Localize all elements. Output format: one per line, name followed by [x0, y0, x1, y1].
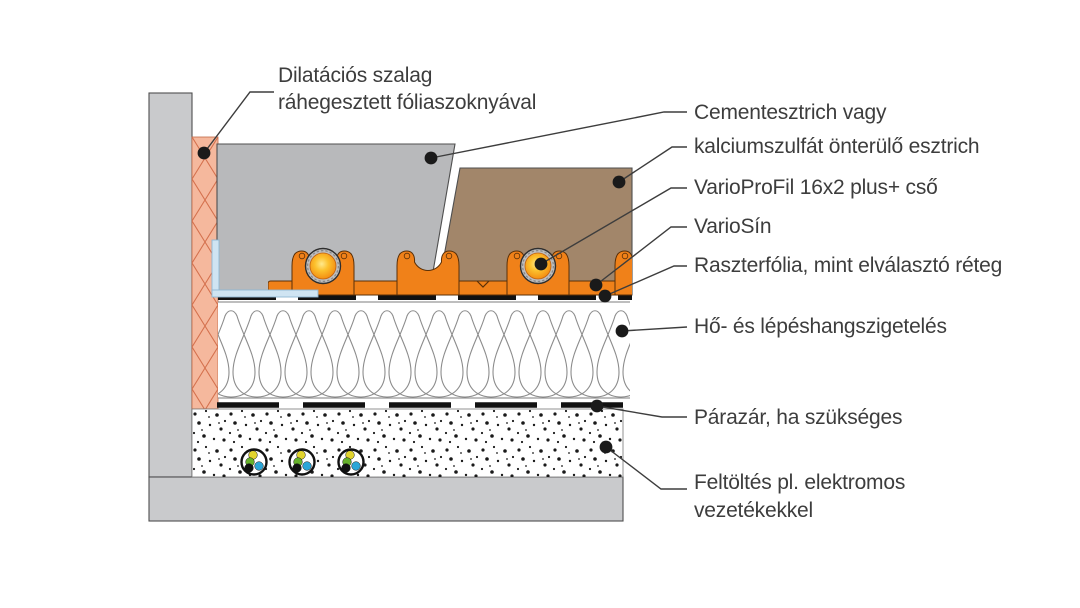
leader-fill: [605, 446, 687, 490]
label-screed-line2: kalciumszulfát önterülő esztrich: [694, 135, 980, 158]
label-pipe: VarioProFil 16x2 plus+ cső: [694, 176, 938, 199]
leader-lines: [203, 91, 688, 490]
label-screed-line1: Cementesztrich vagy: [694, 101, 887, 124]
base-slab-concrete: [148, 476, 624, 522]
label-dilatation-line2: ráhegesztett fóliaszoknyával: [278, 91, 537, 114]
leader-insulation: [621, 326, 688, 332]
insulation-layer: [218, 301, 630, 399]
cable: [337, 448, 365, 476]
leader-dilatation: [203, 91, 274, 154]
leader-screed-cement: [430, 111, 687, 159]
wall-concrete: [148, 92, 193, 478]
rail-notch: [476, 280, 490, 288]
rail-clip: [396, 250, 460, 296]
leader-screed-calcium: [618, 146, 687, 183]
edge-l-profile: [211, 239, 319, 298]
leader-foil: [604, 265, 687, 297]
label-rail: VarioSín: [694, 215, 772, 238]
leader-vapor: [596, 405, 687, 418]
heating-pipe: [304, 247, 342, 285]
label-insulation: Hő- és lépéshangszigetelés: [694, 315, 947, 338]
electric-cables: [240, 448, 365, 476]
label-dilatation-line1: Dilatációs szalag: [278, 64, 433, 87]
leader-rail: [595, 226, 687, 286]
label-fill-line2: vezetékekkel: [694, 499, 813, 522]
label-fill-line1: Feltöltés pl. elektromos: [694, 471, 906, 494]
leader-dots: [197, 146, 629, 454]
label-vapor-barrier: Párazár, ha szükséges: [694, 406, 903, 429]
label-separator-foil: Raszterfólia, mint elválasztó réteg: [694, 254, 1003, 277]
rail-clip: [614, 250, 632, 296]
cable: [240, 448, 268, 476]
cable: [288, 448, 316, 476]
leader-pipe: [540, 187, 687, 265]
